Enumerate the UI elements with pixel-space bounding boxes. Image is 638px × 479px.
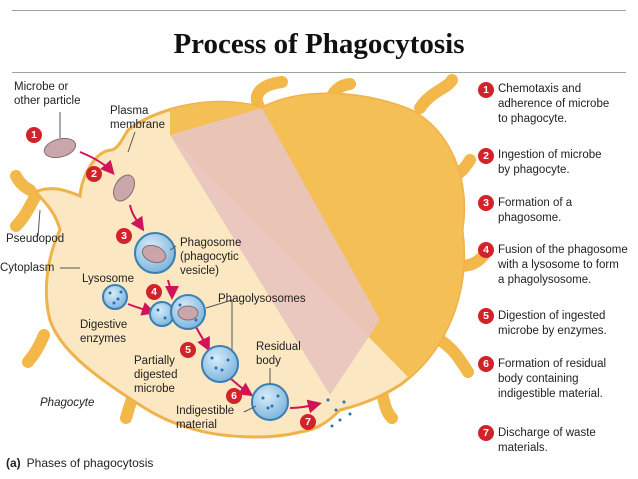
step-1-marker: 1 xyxy=(478,82,494,98)
step-6-marker: 6 xyxy=(478,356,494,372)
label-digestive-enzymes: Digestive enzymes xyxy=(80,319,128,345)
label-lysosome: Lysosome xyxy=(82,273,134,285)
caption-text: Phases of phagocytosis xyxy=(26,456,154,470)
label-phagosome: Phagosome (phagocytic vesicle) xyxy=(180,237,242,277)
label-pseudopod: Pseudopod xyxy=(6,233,65,245)
page-title: Process of Phagocytosis xyxy=(173,28,465,60)
step-6-text: Formation of residual body containing in… xyxy=(498,358,607,400)
label-residual-body: Residual body xyxy=(256,341,301,367)
enzyme-dots xyxy=(108,290,352,428)
top-rule xyxy=(12,10,626,11)
step-2-marker: 2 xyxy=(478,148,494,164)
marker-6: 6 xyxy=(226,388,242,404)
step-7-marker: 7 xyxy=(478,425,494,441)
step-5-text: Digestion of ingested microbe by enzymes… xyxy=(498,310,607,337)
label-plasma-membrane: Plasma membrane xyxy=(110,105,165,131)
partially-digested-vesicle xyxy=(201,345,239,383)
caption-letter: (a) xyxy=(6,456,21,470)
step-5-marker: 5 xyxy=(478,308,494,324)
step-7-text: Discharge of waste materials. xyxy=(498,427,596,454)
marker-2: 2 xyxy=(86,166,102,182)
ingested-microbe xyxy=(113,174,135,202)
title-rule xyxy=(12,72,626,73)
label-microbe: Microbe or other particle xyxy=(14,81,81,107)
label-phagolysosomes: Phagolysosomes xyxy=(218,293,306,305)
step-3-text: Formation of a phagosome. xyxy=(498,197,573,224)
marker-3: 3 xyxy=(116,228,132,244)
label-partially-digested: Partially digested microbe xyxy=(134,355,178,395)
marker-5: 5 xyxy=(180,342,196,358)
step-4-text: Fusion of the phagosome with a lysosome … xyxy=(498,244,628,286)
figure-caption: (a) Phases of phagocytosis xyxy=(6,456,153,470)
step-1-text: Chemotaxis and adherence of microbe to p… xyxy=(498,83,610,125)
marker-7: 7 xyxy=(300,414,316,430)
marker-1: 1 xyxy=(26,127,42,143)
step-3-marker: 3 xyxy=(478,195,494,211)
label-phagocyte: Phagocyte xyxy=(40,397,95,409)
residual-body xyxy=(251,383,289,421)
cut-surface xyxy=(170,108,380,395)
step-4-marker: 4 xyxy=(478,242,494,258)
label-cytoplasm: Cytoplasm xyxy=(0,262,55,274)
lysosome xyxy=(102,284,128,310)
marker-4: 4 xyxy=(146,284,162,300)
step-2-text: Ingestion of microbe by phagocyte. xyxy=(498,149,602,176)
microbe xyxy=(43,137,77,159)
label-indigestible: Indigestible material xyxy=(176,405,235,431)
leader-lines xyxy=(37,112,271,413)
